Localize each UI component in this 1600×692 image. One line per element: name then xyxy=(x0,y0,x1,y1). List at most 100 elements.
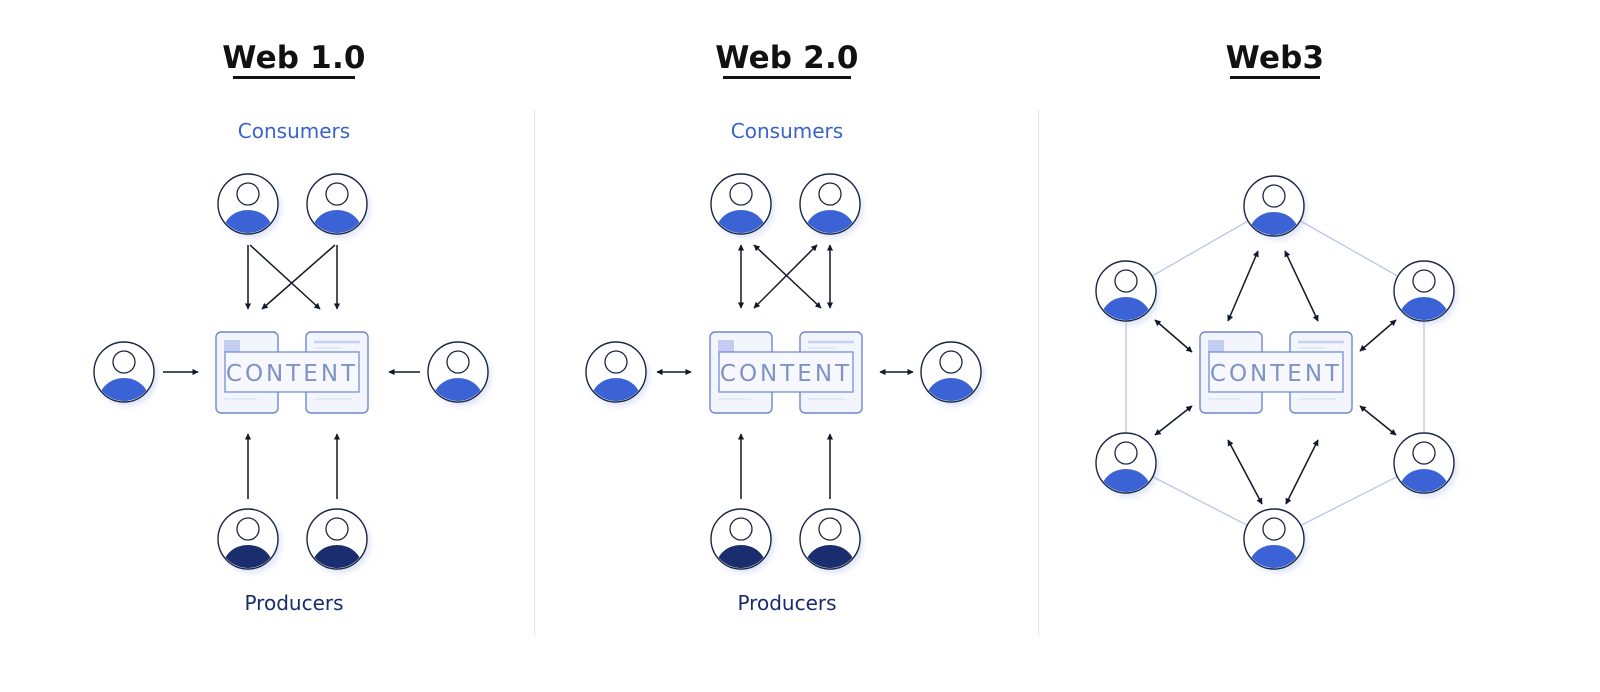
avatar-outline xyxy=(93,341,155,403)
bidirectional-arrow xyxy=(1227,250,1259,322)
content-blocks: CONTENT CONTENT CONTENT xyxy=(215,331,1353,414)
avatar-body xyxy=(716,210,766,233)
avatar-outline xyxy=(710,508,772,570)
bidirectional-arrow xyxy=(1154,405,1193,436)
avatar-head xyxy=(1114,269,1138,293)
web1-consumers-label: Consumers xyxy=(237,119,351,143)
content-label: CONTENT xyxy=(1210,361,1342,387)
avatar-head xyxy=(729,182,753,206)
avatar-shoulders xyxy=(591,378,641,401)
avatar-body xyxy=(99,378,149,401)
avatar-head xyxy=(818,517,842,541)
avatar-body xyxy=(926,378,976,401)
avatar-head xyxy=(1412,269,1436,293)
avatar-head xyxy=(818,182,842,206)
consumer-avatar-icon xyxy=(427,341,489,403)
avatar-shoulders xyxy=(805,210,855,233)
panel-divider xyxy=(534,110,535,635)
peer-avatar-icon xyxy=(1393,432,1455,494)
avatar-outline xyxy=(710,173,772,235)
avatar-shoulders xyxy=(312,545,362,568)
avatar-body xyxy=(805,210,855,233)
content-banner xyxy=(224,351,360,393)
avatar-body xyxy=(716,545,766,568)
avatar-body xyxy=(1399,469,1449,492)
avatar-head xyxy=(325,182,349,206)
consumer-avatar-icon xyxy=(93,341,155,403)
bidirectional-arrow xyxy=(1227,439,1263,505)
content-banner xyxy=(718,351,854,393)
content-image-block xyxy=(718,340,734,352)
avatar-shoulders xyxy=(223,545,273,568)
consumer-avatar-icon xyxy=(799,173,861,235)
web3-title: Web3 xyxy=(1225,40,1325,76)
web1-title-underline xyxy=(233,76,355,79)
avatar-outline xyxy=(306,173,368,235)
avatar-shoulders xyxy=(433,378,483,401)
avatar-body xyxy=(312,210,362,233)
bidirectional-arrow xyxy=(1359,319,1397,352)
avatar-outline xyxy=(1243,508,1305,570)
peer-avatar-icon xyxy=(1095,432,1157,494)
avatar-shoulders xyxy=(1399,469,1449,492)
bidirectional-arrow xyxy=(753,244,818,309)
avatar-body xyxy=(433,378,483,401)
peer-avatar-icon xyxy=(1095,260,1157,322)
avatar-body xyxy=(312,545,362,568)
avatar-head xyxy=(1262,184,1286,208)
consumer-avatar-icon xyxy=(217,173,279,235)
content-image-block xyxy=(224,340,240,352)
content-icon: CONTENT xyxy=(1199,331,1353,414)
content-banner xyxy=(1208,351,1344,393)
avatar-body xyxy=(1249,545,1299,568)
web1-title: Web 1.0 xyxy=(222,40,366,76)
web2-consumers-label: Consumers xyxy=(730,119,844,143)
avatar-outline xyxy=(427,341,489,403)
avatar-outline xyxy=(585,341,647,403)
web3-title-underline xyxy=(1230,76,1320,79)
content-icon: CONTENT xyxy=(215,331,369,414)
avatar-shoulders xyxy=(312,210,362,233)
producer-avatar-icon xyxy=(710,508,772,570)
avatar-head xyxy=(446,350,470,374)
producer-avatar-icon xyxy=(306,508,368,570)
arrow xyxy=(261,244,336,310)
web2-title: Web 2.0 xyxy=(715,40,859,76)
avatar-body xyxy=(591,378,641,401)
web2-title-underline xyxy=(723,76,851,79)
avatar-body xyxy=(1249,212,1299,235)
avatar-outline xyxy=(799,173,861,235)
avatar-outline xyxy=(1095,432,1157,494)
avatar-head xyxy=(604,350,628,374)
avatar-shoulders xyxy=(1249,212,1299,235)
avatar-body xyxy=(805,545,855,568)
consumer-avatar-icon xyxy=(920,341,982,403)
bidirectional-arrow xyxy=(1285,439,1319,505)
avatar-shoulders xyxy=(223,210,273,233)
peer-avatar-icon xyxy=(1243,175,1305,237)
avatar-head xyxy=(236,517,260,541)
producer-avatar-icon xyxy=(217,508,279,570)
avatar-head xyxy=(1262,517,1286,541)
avatar-outline xyxy=(306,508,368,570)
avatar-head xyxy=(112,350,136,374)
content-image-block xyxy=(1208,340,1224,352)
arrows xyxy=(163,244,1397,505)
avatar-head xyxy=(729,517,753,541)
avatar-outline xyxy=(1393,260,1455,322)
peer-avatar-icon xyxy=(1243,508,1305,570)
avatar-shoulders xyxy=(1249,545,1299,568)
web2-producers-label: Producers xyxy=(737,591,837,615)
avatar-outline xyxy=(799,508,861,570)
avatar-shoulders xyxy=(926,378,976,401)
avatar-shoulders xyxy=(716,210,766,233)
content-label: CONTENT xyxy=(720,361,852,387)
avatar-head xyxy=(939,350,963,374)
consumer-avatar-icon xyxy=(710,173,772,235)
avatar-outline xyxy=(217,508,279,570)
avatar-head xyxy=(236,182,260,206)
avatar-shoulders xyxy=(99,378,149,401)
avatar-outline xyxy=(920,341,982,403)
